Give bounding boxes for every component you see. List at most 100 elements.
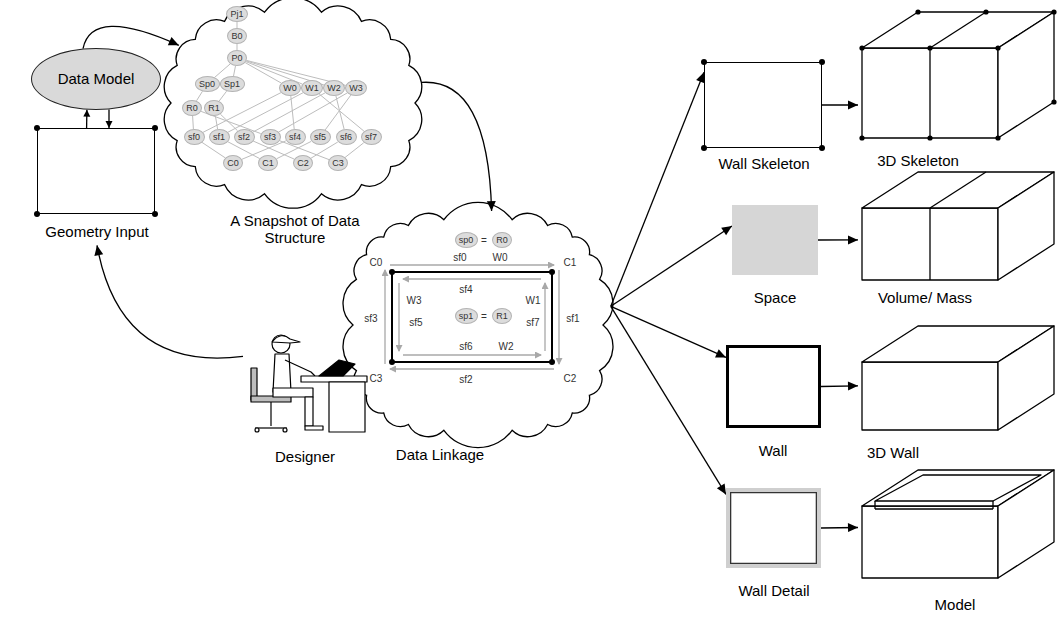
node-text: sf3 (264, 133, 276, 142)
node-label: Designer (275, 448, 335, 465)
part-label: sf1 (566, 313, 579, 324)
connector (106, 109, 113, 128)
drawing-rect (301, 376, 367, 382)
connector (319, 94, 364, 131)
drawing-line (929, 48, 930, 138)
wall-box: Wall (726, 345, 821, 428)
circle-node: sp0 (455, 232, 478, 248)
surface-loops (385, 265, 559, 369)
node-text: R0 (496, 236, 508, 245)
drawing-line (874, 501, 875, 509)
surface-arrow (544, 283, 545, 351)
node-label: Geometry Input (45, 223, 148, 240)
connector-line (319, 94, 364, 131)
surface-arrow (403, 354, 541, 355)
designer-drawing (243, 330, 368, 435)
drawing-g (862, 326, 1054, 430)
arrow-head (721, 226, 732, 235)
drawing-rect (862, 506, 998, 578)
circle-node: sf6 (336, 129, 357, 145)
iso-box: 3D Skeleton (858, 8, 1058, 142)
surface-arrow (398, 283, 399, 351)
drawing-circle (915, 9, 920, 14)
part-label: sf0 (453, 252, 466, 263)
surface-arrow (558, 270, 559, 364)
drawing-path (998, 326, 1054, 430)
drawing-circle (927, 135, 932, 140)
arrow-head (94, 245, 103, 256)
ellipse-node: Data Model (31, 48, 161, 110)
rect-node: Geometry Input (37, 128, 155, 214)
circle-node: W2 (323, 80, 345, 96)
drawing-circle (983, 9, 988, 14)
connector (219, 91, 227, 101)
connector (611, 306, 726, 494)
connector-line (345, 143, 364, 158)
node-label: 3D Skeleton (877, 152, 959, 169)
node-text: W0 (283, 84, 297, 93)
connector (220, 114, 237, 131)
node-text: W3 (349, 84, 363, 93)
circle-node: sf0 (184, 129, 205, 145)
node-label: Model (935, 596, 976, 613)
node-text: sf0 (188, 133, 200, 142)
part-label: sf3 (364, 313, 377, 324)
rect-node: Wall Skeleton (704, 62, 822, 148)
part-label: sf7 (526, 317, 539, 328)
node-text: sp1 (459, 312, 474, 321)
node-text: R1 (496, 312, 508, 321)
surface-arrow (384, 270, 385, 364)
node-text: sf1 (213, 133, 225, 142)
part-label: sf2 (459, 374, 472, 385)
node-label: Wall Detail (738, 582, 809, 599)
corner-dot (152, 211, 158, 217)
drawing-path (343, 202, 613, 447)
drawing-path (285, 360, 315, 376)
connector (345, 143, 364, 158)
space-block: Space (732, 205, 818, 275)
arrow-head (848, 382, 858, 391)
drawing-path (998, 172, 1054, 280)
iso-box: Volume/ Mass (858, 168, 1058, 284)
connector (197, 91, 203, 100)
corner-dot (549, 269, 555, 275)
part-label: W0 (493, 252, 508, 263)
node-text: sf6 (340, 133, 352, 142)
drawing-circle (283, 428, 287, 432)
part-label: = (481, 311, 487, 322)
connector-line (611, 72, 704, 306)
connector (325, 95, 351, 130)
circle-node: B0 (227, 28, 247, 44)
connector-line (215, 116, 217, 129)
drawing-circle (1051, 99, 1056, 104)
connector (234, 66, 236, 76)
connector-line (234, 66, 236, 76)
connector-line (97, 245, 243, 358)
connector (822, 101, 858, 110)
iso-box: Model (858, 466, 1058, 582)
connector-line (192, 116, 194, 129)
node-text: C2 (297, 159, 309, 168)
connector (278, 93, 347, 132)
wall-detail-box: Wall Detail (726, 488, 821, 568)
connector-line (220, 114, 237, 131)
arrow-head (848, 101, 858, 110)
drawing-rect (862, 362, 998, 430)
circle-node: R1 (492, 308, 512, 324)
drawing-circle (859, 45, 864, 50)
node-text: C3 (332, 159, 344, 168)
corner-dot (389, 359, 395, 365)
iso-box-drawing (858, 8, 1058, 142)
drawing-g (251, 335, 367, 432)
circle-node: Sp1 (220, 76, 245, 92)
circle-node: C1 (258, 155, 278, 171)
node-text: R1 (208, 104, 220, 113)
node-text: W2 (327, 84, 341, 93)
iso-box-drawing (858, 322, 1058, 434)
corner-dots (389, 269, 555, 365)
connector (215, 116, 217, 129)
circle-node: sf5 (310, 129, 331, 145)
drawing-line (270, 402, 271, 426)
drawing-line (929, 208, 930, 280)
